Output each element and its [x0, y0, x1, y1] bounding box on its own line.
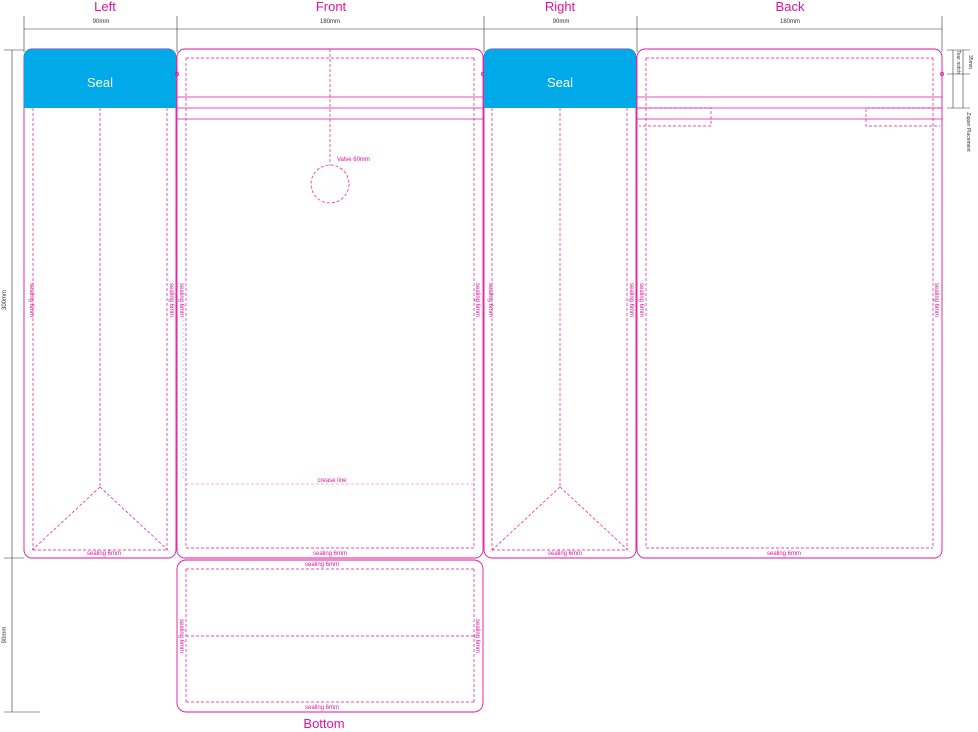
- bottom-sealing-label-top: sealing 6mm: [305, 562, 339, 568]
- right-sealing-label-left: sealing 6mm: [487, 283, 493, 317]
- panel-title-right: Right: [545, 0, 576, 14]
- back-panel: [636, 48, 944, 559]
- panel-title-left: Left: [94, 0, 116, 14]
- panel-title-bottom: Bottom: [303, 716, 344, 731]
- right-sealing-label-bottom: sealing 6mm: [548, 551, 582, 557]
- right-panel: [483, 48, 637, 559]
- left-sealing-label-right: sealing 6mm: [168, 283, 174, 317]
- front-sealing-label-right: sealing 6mm: [474, 283, 480, 317]
- left-sealing-label-left: sealing 6mm: [28, 283, 34, 317]
- front-sealing-label-bottom: sealing 6mm: [313, 551, 347, 557]
- left-seal-band: [24, 49, 176, 108]
- valve-label: Valve 60mm: [337, 157, 370, 163]
- width-label-right: 90mm: [553, 19, 570, 25]
- left-sealing-label-bottom: sealing 6mm: [87, 551, 121, 557]
- panel-title-front: Front: [316, 0, 347, 14]
- front-sealing-label-left: sealing 6mm: [178, 283, 184, 317]
- bottom-sealing-label-right: sealing 6mm: [474, 619, 480, 653]
- back-sealing-label-left: sealing 6mm: [638, 283, 644, 317]
- bottom-panel: [176, 559, 484, 713]
- top-dimension-line: [23, 16, 943, 52]
- right-sealing-label-right: sealing 6mm: [628, 283, 634, 317]
- panel-title-back: Back: [776, 0, 805, 14]
- crease-line-label: crease line: [317, 478, 347, 484]
- width-label-left: 90mm: [93, 19, 110, 25]
- top-margin-label: 35mm: [967, 55, 973, 69]
- height-label-main: 300mm: [2, 290, 8, 310]
- right-seal-label: Seal: [547, 75, 573, 90]
- tear-notch-label: Tear notch: [955, 50, 961, 74]
- left-seal-label: Seal: [87, 75, 113, 90]
- bottom-sealing-label-bottom: sealing 6mm: [305, 705, 339, 711]
- bottom-sealing-label-left: sealing 6mm: [178, 619, 184, 653]
- left-dimension-line: [4, 49, 40, 713]
- height-label-bottom: 90mm: [2, 627, 8, 644]
- back-sealing-label-right: sealing 6mm: [933, 283, 939, 317]
- back-sealing-label-bottom: sealing 6mm: [767, 551, 801, 557]
- front-panel: [175, 48, 485, 559]
- zipper-placement-label: Zipper Placement: [965, 112, 971, 152]
- right-seal-band: [484, 49, 636, 108]
- width-label-back: 180mm: [780, 19, 800, 25]
- left-panel: [23, 48, 177, 559]
- right-dimension-markers: [947, 49, 970, 109]
- width-label-front: 180mm: [320, 19, 340, 25]
